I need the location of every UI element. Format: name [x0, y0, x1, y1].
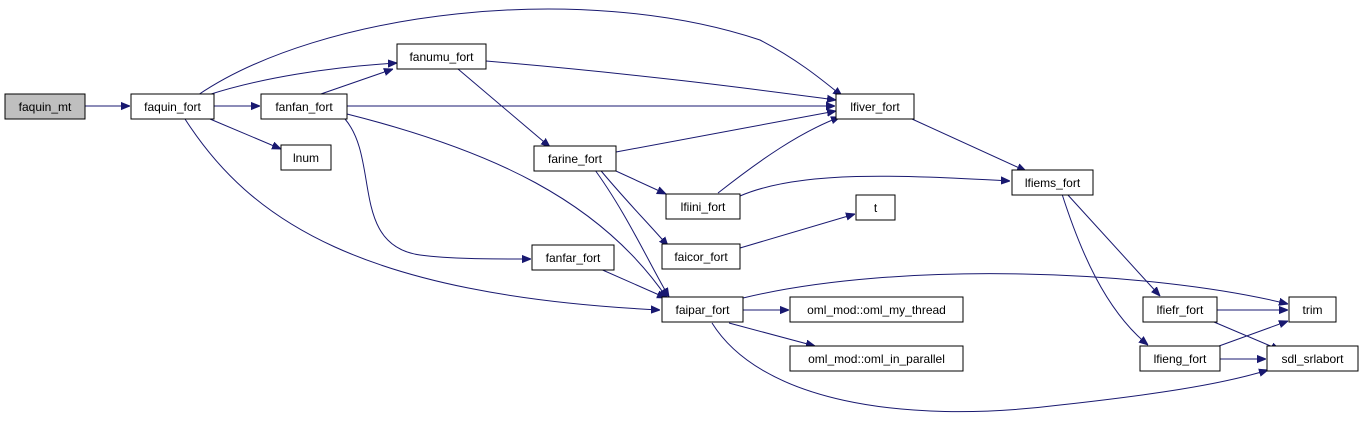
edge-fanumu-fort-to-lfiver-fort: [485, 60, 836, 100]
edge-faipar-fort-to-trim: [742, 273, 1288, 304]
node-label: lfiver_fort: [850, 100, 900, 114]
edge-lfiver-fort-to-lfiems-fort: [911, 118, 1026, 171]
node-label: sdl_srlabort: [1281, 352, 1344, 366]
edges: [85, 8, 1288, 413]
edge-lfiems-fort-to-lfieng-fort: [1061, 193, 1148, 345]
edge-fanumu-fort-to-farine-fort: [457, 68, 550, 147]
node-label: trim: [1303, 303, 1323, 317]
edge-lfieng-fort-to-trim: [1207, 321, 1288, 351]
edge-faipar-fort-to-sdl-srlabort: [711, 322, 1268, 413]
node-lfiems-fort[interactable]: lfiems_fort: [1011, 169, 1094, 196]
edge-farine-fort-to-faicor-fort: [596, 165, 668, 246]
nodes: faquin_mt faquin_fort fanfan_fort fanumu…: [4, 43, 1359, 372]
node-label: oml_mod::oml_my_thread: [807, 303, 946, 317]
node-label: faquin_mt: [19, 100, 72, 114]
node-trim[interactable]: trim: [1288, 296, 1337, 323]
node-faicor-fort[interactable]: faicor_fort: [661, 243, 741, 270]
node-lfiefr-fort[interactable]: lfiefr_fort: [1142, 296, 1218, 323]
node-label: faquin_fort: [144, 100, 201, 114]
node-oml-in-parallel[interactable]: oml_mod::oml_in_parallel: [789, 345, 964, 372]
node-label: lfiems_fort: [1025, 176, 1081, 190]
edge-lfiems-fort-to-lfiefr-fort: [1066, 193, 1160, 296]
node-farine-fort[interactable]: farine_fort: [533, 145, 617, 172]
edge-fanfar-fort-to-faipar-fort: [597, 267, 666, 298]
node-lfiini-fort[interactable]: lfiini_fort: [665, 193, 741, 220]
node-label: lfiini_fort: [681, 200, 726, 214]
node-label: fanfan_fort: [275, 100, 333, 114]
edge-lfiini-fort-to-lfiver-fort: [717, 117, 840, 194]
edge-faquin-fort-to-faipar-fort: [184, 118, 660, 310]
node-label: t: [874, 201, 878, 215]
node-lnum[interactable]: lnum: [280, 144, 332, 171]
node-fanfar-fort[interactable]: fanfar_fort: [531, 244, 615, 271]
node-label: faicor_fort: [674, 250, 728, 264]
node-label: lnum: [293, 151, 319, 165]
edge-fanfan-fort-to-faipar-fort: [346, 113, 667, 298]
node-label: fanfar_fort: [546, 251, 601, 265]
node-label: lfiefr_fort: [1157, 303, 1204, 317]
edge-faquin-fort-to-fanumu-fort: [207, 63, 397, 96]
edge-fanfan-fort-to-fanumu-fort: [317, 69, 393, 96]
node-label: fanumu_fort: [409, 50, 474, 64]
edge-lfiini-fort-to-lfiems-fort: [739, 175, 1010, 197]
edge-fanfan-fort-to-fanfar-fort: [344, 118, 531, 259]
node-fanfan-fort[interactable]: fanfan_fort: [260, 93, 348, 120]
node-fanumu-fort[interactable]: fanumu_fort: [396, 43, 487, 70]
edge-faquin-fort-to-lnum: [209, 118, 281, 149]
node-t[interactable]: t: [855, 194, 896, 221]
node-sdl-srlabort[interactable]: sdl_srlabort: [1266, 345, 1359, 372]
node-label: farine_fort: [548, 152, 603, 166]
node-faipar-fort[interactable]: faipar_fort: [661, 296, 744, 323]
edge-farine-fort-to-lfiver-fort: [615, 111, 836, 153]
node-label: lfieng_fort: [1154, 352, 1207, 366]
edge-faicor-fort-to-t: [739, 214, 855, 249]
node-lfiver-fort[interactable]: lfiver_fort: [835, 93, 915, 120]
node-label: faipar_fort: [675, 303, 730, 317]
edge-faquin-fort-to-lfiver-fort: [197, 8, 842, 96]
node-faquin-mt[interactable]: faquin_mt: [4, 93, 86, 120]
node-label: oml_mod::oml_in_parallel: [808, 352, 945, 366]
node-faquin-fort[interactable]: faquin_fort: [130, 93, 215, 120]
edge-farine-fort-to-faipar-fort: [591, 165, 669, 297]
edge-faipar-fort-to-oml-in-parallel: [728, 322, 815, 346]
node-lfieng-fort[interactable]: lfieng_fort: [1139, 345, 1221, 372]
node-oml-my-thread[interactable]: oml_mod::oml_my_thread: [789, 296, 964, 323]
